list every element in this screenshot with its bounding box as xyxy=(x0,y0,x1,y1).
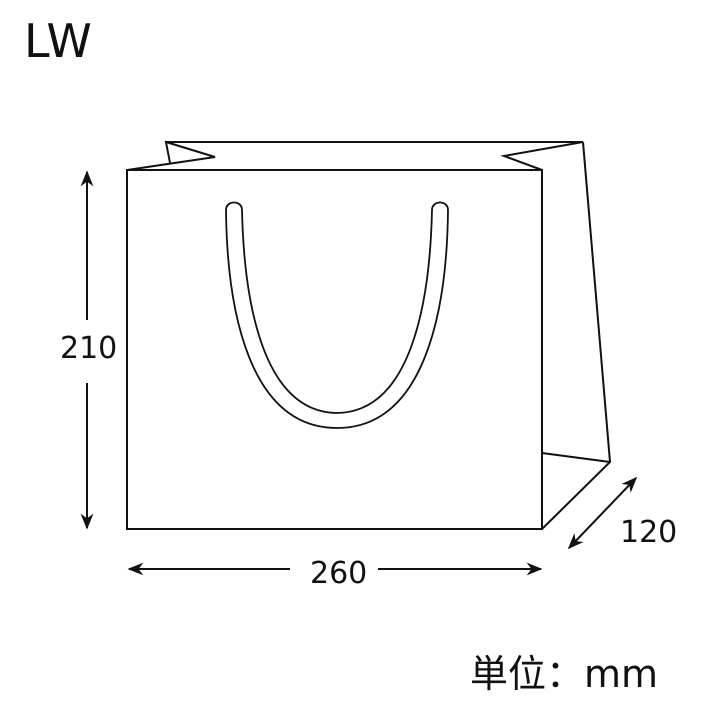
left-gusset-flap xyxy=(126,140,216,171)
unit-label: 単位：mm xyxy=(470,652,659,696)
depth-arrow xyxy=(567,476,638,550)
height-label: 210 xyxy=(60,331,118,366)
depth-label: 120 xyxy=(620,515,678,550)
side-fold-line xyxy=(541,452,611,463)
model-title: LW xyxy=(24,14,93,68)
right-gusset-flap xyxy=(500,141,584,171)
right-side-panel xyxy=(541,141,612,530)
rope-handle xyxy=(225,201,449,429)
width-label: 260 xyxy=(310,556,368,591)
front-face xyxy=(126,169,543,530)
